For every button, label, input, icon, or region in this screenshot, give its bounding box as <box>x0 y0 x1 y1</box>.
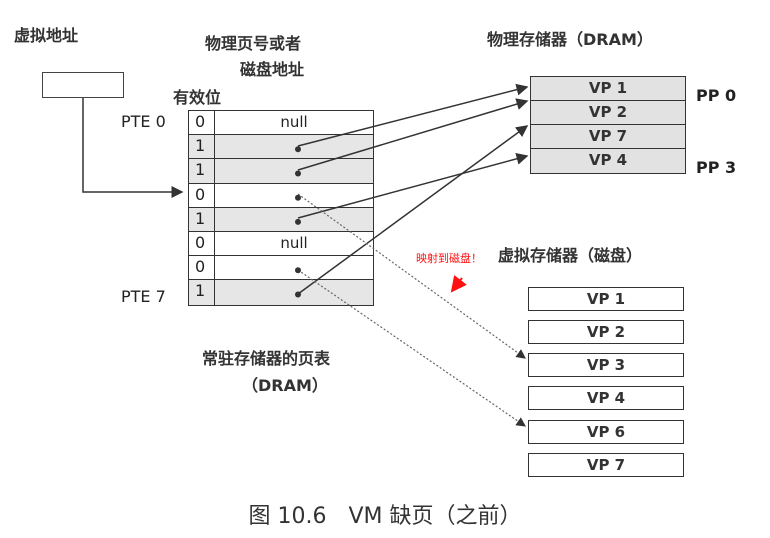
physical-page-cell: VP 1 <box>531 77 685 101</box>
valid-bit-cell: 0 <box>189 256 215 280</box>
page-table-row: 1 <box>189 135 373 160</box>
pointer-dot <box>295 291 301 298</box>
virtual-address-label: 虚拟地址 <box>14 26 79 45</box>
pointer-dot <box>295 267 301 274</box>
physical-page-cell: VP 7 <box>531 125 685 149</box>
valid-bit-cell: 1 <box>189 135 215 159</box>
pte-last-label: PTE 7 <box>121 287 166 306</box>
disk-page-cell: VP 1 <box>528 287 684 311</box>
page-table-row: 0 <box>189 256 373 281</box>
figure-caption: 图 10.6 VM 缺页（之前） <box>248 504 522 529</box>
pointer-dot <box>295 170 301 177</box>
physical-page-cell: VP 2 <box>531 101 685 125</box>
page-table-caption-line2: （DRAM） <box>242 376 328 395</box>
pte7-to-pp2-arrow <box>297 125 529 295</box>
valid-bit-cell: 1 <box>189 159 215 183</box>
virtual-address-box <box>42 72 124 98</box>
disk-page-cell: VP 3 <box>528 353 684 377</box>
valid-bit-cell: 0 <box>189 231 215 256</box>
pointer-dot <box>295 146 301 153</box>
pte6-to-disk-vp6-arrow <box>297 269 526 427</box>
pte3-to-disk-vp3-arrow <box>297 193 526 359</box>
address-cell: null <box>280 113 308 131</box>
valid-bit-cell: 1 <box>189 280 215 305</box>
pp-first-label: PP 0 <box>696 86 737 105</box>
valid-bit-cell: 0 <box>189 111 215 135</box>
disk-page-cell: VP 2 <box>528 320 684 344</box>
disk-page-cell: VP 7 <box>528 453 684 477</box>
phys-page-or-disk-label-line1: 物理页号或者 <box>205 34 302 53</box>
pte-first-label: PTE 0 <box>121 112 166 131</box>
page-table-row: 0 null <box>189 231 373 257</box>
physical-memory-label: 物理存储器（DRAM） <box>487 30 653 49</box>
page-table-caption-line1: 常驻存储器的页表 <box>202 349 331 368</box>
map-to-disk-annotation: 映射到磁盘！ <box>416 252 482 265</box>
disk-page-cell: VP 4 <box>528 386 684 410</box>
va-to-pte-arrow <box>82 98 184 198</box>
page-table-row: 1 <box>189 159 373 184</box>
virtual-memory-label: 虚拟存储器（磁盘） <box>498 246 643 265</box>
address-cell: null <box>280 233 308 252</box>
pte4-to-pp3-arrow <box>297 152 529 219</box>
valid-bit-cell: 0 <box>189 183 215 207</box>
annotation-arrow <box>450 275 467 293</box>
pointer-dot <box>295 194 301 201</box>
phys-page-or-disk-label-line2: 磁盘地址 <box>240 60 305 79</box>
physical-page-cell: VP 4 <box>531 149 685 173</box>
valid-bit-label: 有效位 <box>173 88 222 107</box>
pte2-to-pp1-arrow <box>297 98 529 171</box>
pointer-dot <box>295 218 301 225</box>
page-table-row: 0 null <box>189 111 373 136</box>
page-table-row: 1 <box>189 207 373 232</box>
pp-last-label: PP 3 <box>696 158 737 177</box>
pte1-to-pp0-arrow <box>297 83 529 147</box>
page-table-row: 0 <box>189 183 373 208</box>
disk-page-cell: VP 6 <box>528 420 684 444</box>
valid-bit-cell: 1 <box>189 207 215 231</box>
